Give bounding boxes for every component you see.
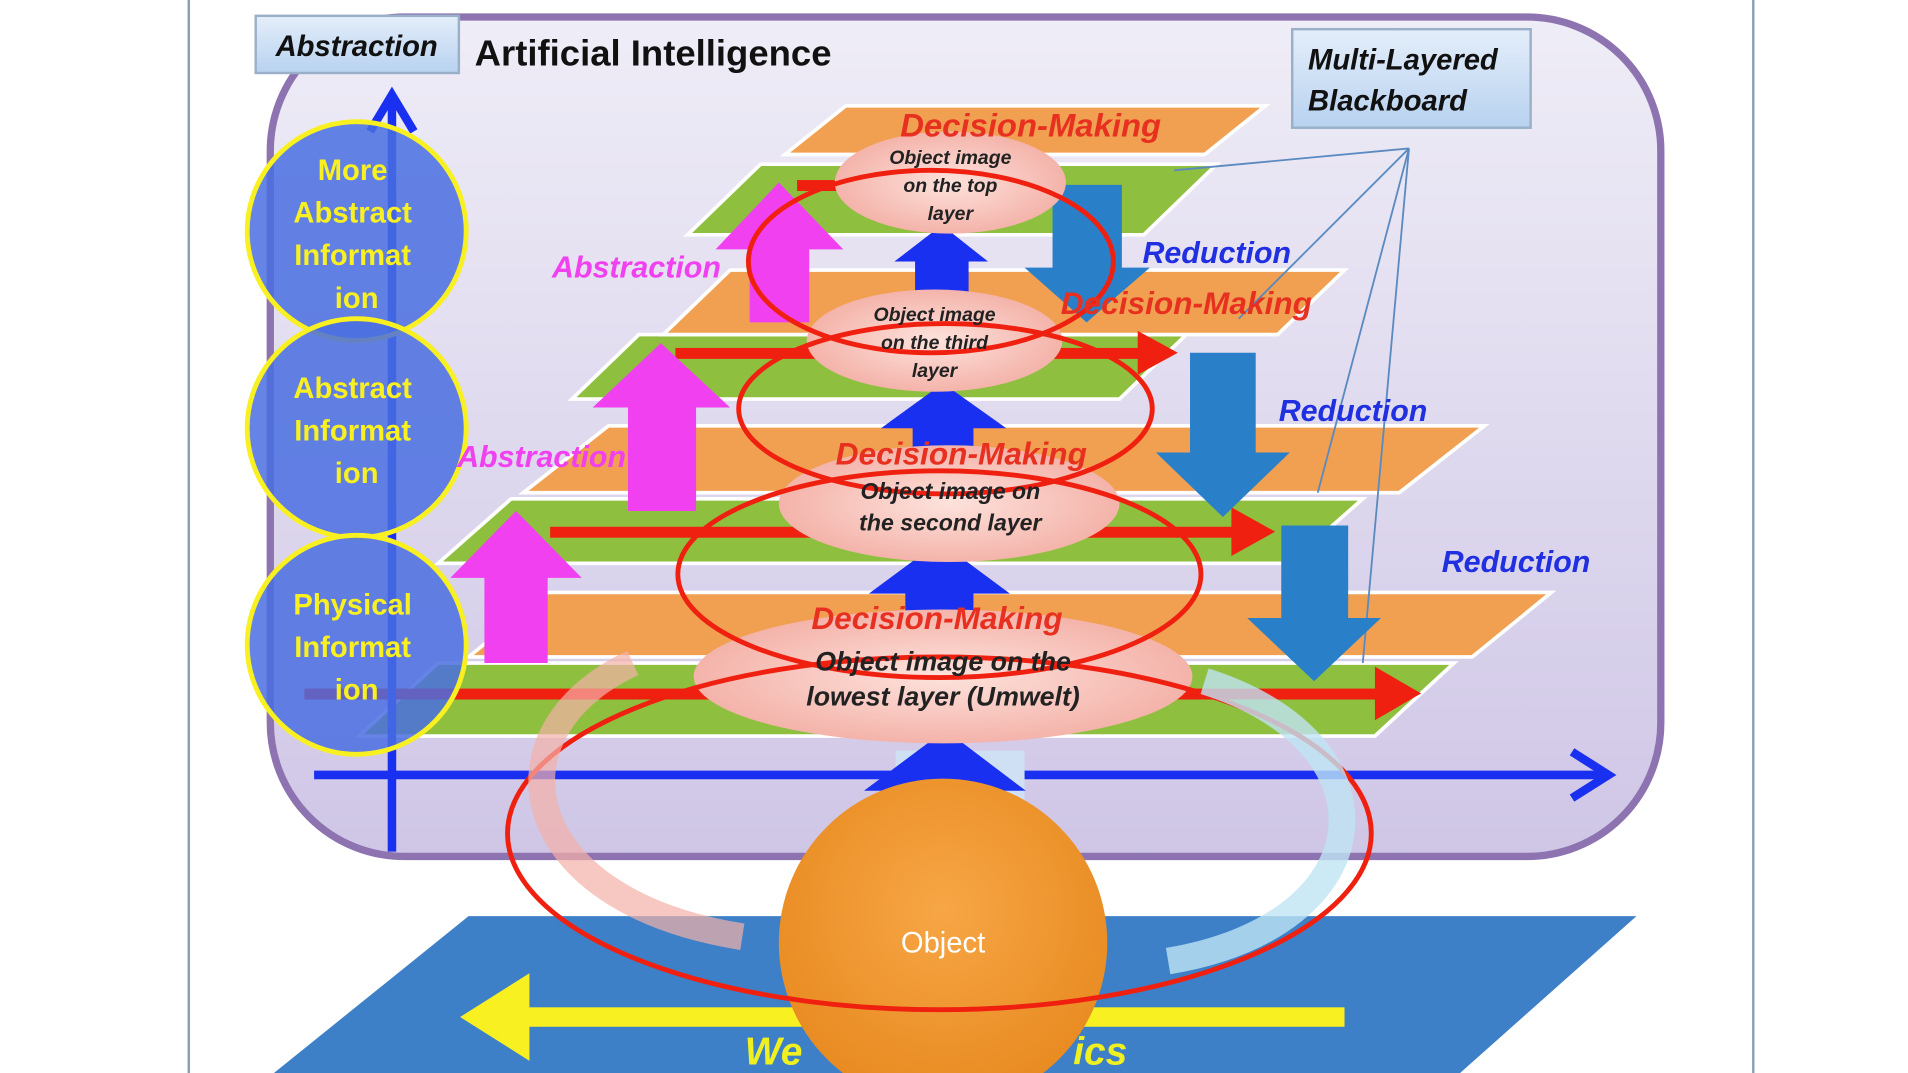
svg-text:on the third: on the third xyxy=(881,332,989,354)
svg-text:Physical Informat: Physical Informat ion xyxy=(293,589,420,706)
svg-text:layer: layer xyxy=(928,203,975,225)
abstraction-label: Abstraction xyxy=(551,250,721,284)
object-image-third xyxy=(806,289,1063,392)
decision-making-label: Decision-Making xyxy=(811,600,1062,636)
abstraction-arrows xyxy=(450,182,844,664)
svg-text:Multi-Layered: Multi-Layered xyxy=(1308,44,1499,76)
info-more-abstract: More Abstract Informat ion xyxy=(244,119,469,344)
reduction-label: Reduction xyxy=(1279,394,1428,428)
reduction-label: Reduction xyxy=(1442,545,1591,579)
svg-text:Abstract Informat: Abstract Informat ion xyxy=(293,373,420,490)
object-image-third-text: Object image on the third layer xyxy=(873,304,995,382)
object-image-lowest-text: Object image on the lowest layer (Umwelt… xyxy=(806,646,1080,711)
svg-text:lowest layer (Umwelt): lowest layer (Umwelt) xyxy=(806,682,1080,712)
cycle-arrow-left xyxy=(528,650,745,950)
cycle-arrow-right xyxy=(1165,668,1356,975)
svg-text:Blackboard: Blackboard xyxy=(1308,86,1468,118)
info-physical: Physical Informat ion xyxy=(244,532,469,757)
svg-text:the second layer: the second layer xyxy=(859,509,1043,535)
text-layer: Decision-Making Decision-Making Decision… xyxy=(254,14,1591,1073)
svg-text:Object image on the: Object image on the xyxy=(815,646,1071,676)
object-label: Object xyxy=(901,928,985,960)
world-label-left: We xyxy=(745,1030,803,1073)
page-title: Artificial Intelligence xyxy=(475,33,832,74)
object-sphere xyxy=(778,778,1108,1073)
object-image-top-text: Object image on the top layer xyxy=(889,147,1011,225)
reduction-label: Reduction xyxy=(1142,236,1291,270)
object-image-top xyxy=(834,131,1066,234)
multi-layered-blackboard-box: Multi-Layered Blackboard xyxy=(1290,27,1532,129)
svg-text:Abstraction: Abstraction xyxy=(275,31,438,63)
decision-making-label: Decision-Making xyxy=(900,106,1161,143)
reduction-arrows xyxy=(1024,184,1382,682)
feedback-loops xyxy=(505,167,1374,1013)
svg-text:on the top: on the top xyxy=(903,175,997,197)
info-abstract: Abstract Informat ion xyxy=(244,316,469,541)
decision-making-label: Decision-Making xyxy=(836,436,1087,472)
abstraction-axis-box: Abstraction xyxy=(254,14,461,75)
object-image-second-text: Object image on the second layer xyxy=(859,478,1043,536)
svg-text:More Abstract Info: More Abstract Informat ion xyxy=(293,155,420,315)
world-label-right: ics xyxy=(1073,1030,1127,1073)
svg-text:Object image on: Object image on xyxy=(860,478,1040,504)
svg-text:Object image: Object image xyxy=(873,304,995,326)
svg-text:Object image: Object image xyxy=(889,147,1011,169)
decision-making-label: Decision-Making xyxy=(1061,285,1312,321)
svg-text:layer: layer xyxy=(912,360,959,382)
blackboard-pointer-lines xyxy=(1174,147,1410,664)
abstraction-label: Abstraction xyxy=(456,440,626,474)
